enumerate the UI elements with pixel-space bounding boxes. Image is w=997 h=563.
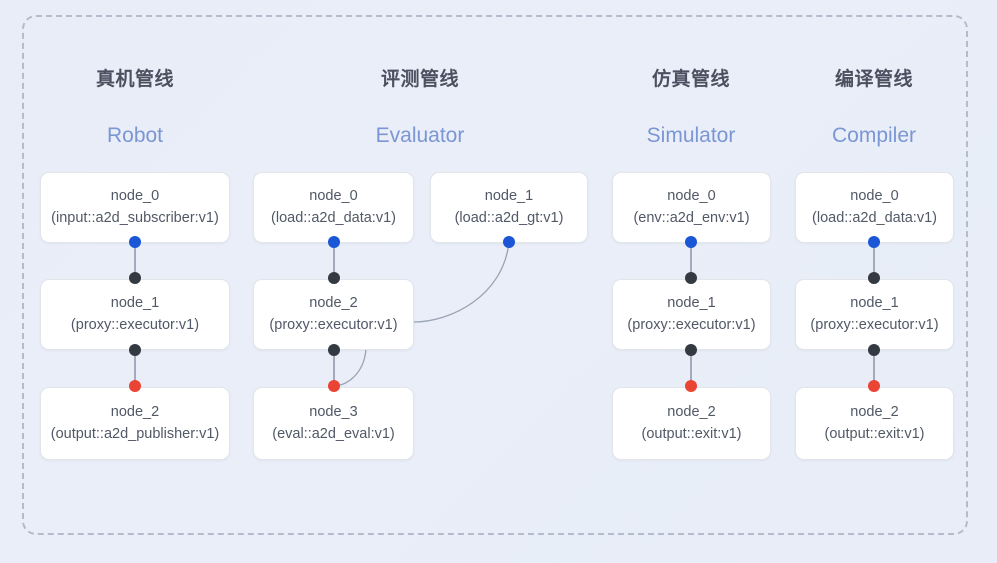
- edge-evaluator-3: [333, 348, 367, 387]
- node-name: node_1: [110, 295, 160, 312]
- node-name: node_3: [309, 404, 358, 421]
- node-compiler-node_0[interactable]: node_0(load::a2d_data:v1): [795, 172, 954, 243]
- node-name: node_1: [667, 295, 716, 312]
- node-simulator-node_1[interactable]: node_1(proxy::executor:v1): [612, 279, 771, 350]
- column-title-robot: 真机管线: [95, 69, 175, 90]
- node-name: node_0: [667, 188, 716, 205]
- port-source-dot[interactable]: [328, 236, 340, 248]
- port-middle-dot[interactable]: [328, 272, 340, 284]
- node-spec: (output::exit:v1): [641, 425, 742, 442]
- port-middle-dot[interactable]: [685, 272, 697, 284]
- node-robot-node_0[interactable]: node_0(input::a2d_subscriber:v1): [40, 172, 230, 243]
- node-spec: (output::exit:v1): [824, 425, 925, 442]
- node-name: node_2: [309, 295, 358, 312]
- node-evaluator-node_0[interactable]: node_0(load::a2d_data:v1): [253, 172, 414, 243]
- node-name: node_0: [850, 188, 899, 205]
- port-middle-dot[interactable]: [328, 344, 340, 356]
- node-robot-node_1[interactable]: node_1(proxy::executor:v1): [40, 279, 230, 350]
- port-middle-dot[interactable]: [868, 272, 880, 284]
- column-subtitle-compiler: Compiler: [831, 124, 917, 147]
- node-name: node_2: [850, 404, 899, 421]
- node-name: node_0: [309, 188, 358, 205]
- node-robot-node_2[interactable]: node_2(output::a2d_publisher:v1): [40, 387, 230, 460]
- node-evaluator-node_3[interactable]: node_3(eval::a2d_eval:v1): [253, 387, 414, 460]
- column-subtitle-evaluator: Evaluator: [375, 124, 465, 147]
- port-middle-dot[interactable]: [129, 344, 141, 356]
- node-spec: (output::a2d_publisher:v1): [50, 425, 220, 442]
- port-source-dot[interactable]: [503, 236, 515, 248]
- node-evaluator-node_1[interactable]: node_1(load::a2d_gt:v1): [430, 172, 588, 243]
- port-sink-dot[interactable]: [868, 380, 880, 392]
- node-spec: (eval::a2d_eval:v1): [272, 425, 395, 442]
- node-simulator-node_2[interactable]: node_2(output::exit:v1): [612, 387, 771, 460]
- port-middle-dot[interactable]: [685, 344, 697, 356]
- column-title-simulator: 仿真管线: [651, 69, 731, 90]
- node-spec: (proxy::executor:v1): [810, 316, 939, 333]
- node-spec: (proxy::executor:v1): [269, 316, 398, 333]
- port-sink-dot[interactable]: [685, 380, 697, 392]
- port-sink-dot[interactable]: [129, 380, 141, 392]
- node-compiler-node_2[interactable]: node_2(output::exit:v1): [795, 387, 954, 460]
- port-source-dot[interactable]: [129, 236, 141, 248]
- column-title-evaluator: 评测管线: [380, 69, 460, 90]
- node-compiler-node_1[interactable]: node_1(proxy::executor:v1): [795, 279, 954, 350]
- node-name: node_2: [667, 404, 716, 421]
- node-evaluator-node_2[interactable]: node_2(proxy::executor:v1): [253, 279, 414, 350]
- column-subtitle-robot: Robot: [106, 124, 164, 147]
- column-subtitle-simulator: Simulator: [646, 124, 736, 147]
- port-middle-dot[interactable]: [129, 272, 141, 284]
- node-name: node_1: [484, 188, 534, 205]
- node-spec: (load::a2d_data:v1): [812, 209, 937, 226]
- node-spec: (input::a2d_subscriber:v1): [51, 209, 219, 226]
- node-spec: (load::a2d_data:v1): [271, 209, 396, 226]
- node-name: node_0: [110, 188, 160, 205]
- node-spec: (env::a2d_env:v1): [633, 209, 750, 226]
- node-name: node_2: [110, 404, 160, 421]
- node-simulator-node_0[interactable]: node_0(env::a2d_env:v1): [612, 172, 771, 243]
- edge-evaluator-1: [413, 241, 510, 323]
- port-sink-dot[interactable]: [328, 380, 340, 392]
- node-spec: (load::a2d_gt:v1): [454, 209, 564, 226]
- port-middle-dot[interactable]: [868, 344, 880, 356]
- node-spec: (proxy::executor:v1): [627, 316, 756, 333]
- port-source-dot[interactable]: [685, 236, 697, 248]
- column-title-compiler: 编译管线: [834, 69, 914, 90]
- port-source-dot[interactable]: [868, 236, 880, 248]
- node-spec: (proxy::executor:v1): [70, 316, 200, 333]
- node-name: node_1: [850, 295, 899, 312]
